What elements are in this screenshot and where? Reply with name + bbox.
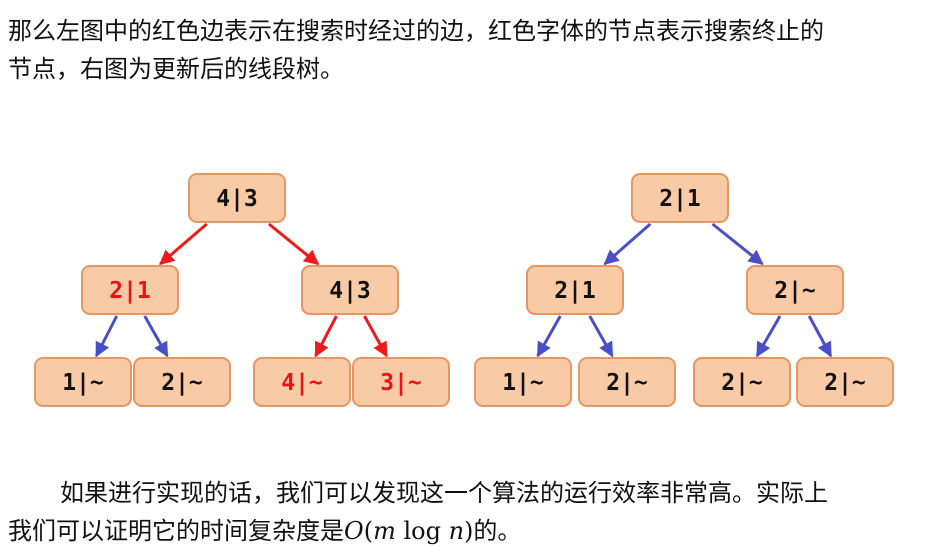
segment-tree-figure: 4|3 2|1 4|3 1|~ 2|~ 4|~ 3|~ 2|1 2|1 2|~ 1|~ 2|~ 2|~…	[34, 173, 894, 407]
node-box	[133, 357, 231, 407]
node-label: 2|~	[824, 370, 866, 396]
complexity-O: O	[344, 517, 364, 545]
conclusion-line-1: 如果进行实现的话，我们可以发现这一个算法的运行效率非常高。实际上	[60, 479, 828, 507]
left-tree-edge-red	[159, 222, 208, 266]
node-label: 2|~	[606, 370, 648, 396]
node-label: 2|~	[774, 278, 816, 304]
node-box	[526, 265, 624, 315]
conclusion-paragraph: 如果进行实现的话，我们可以发现这一个算法的运行效率非常高。实际上 我们可以证明它…	[8, 474, 943, 550]
left-tree-node: 2|1	[81, 265, 179, 315]
node-box	[693, 357, 791, 407]
right-tree-edge-blue	[588, 315, 614, 358]
node-label: 2|1	[109, 278, 151, 304]
node-box	[796, 357, 894, 407]
complexity-close-paren: )	[464, 517, 474, 545]
node-label: 4|3	[329, 278, 371, 304]
node-box	[631, 173, 729, 223]
complexity-n: n	[448, 517, 465, 545]
node-box	[474, 357, 572, 407]
intro-paragraph: 那么左图中的红色边表示在搜索时经过的边，红色字体的节点表示搜索终止的 节点，右图…	[8, 12, 943, 88]
right-tree-node: 2|1	[526, 265, 624, 315]
right-tree-node: 1|~	[474, 357, 572, 407]
node-label: 2|1	[554, 278, 596, 304]
intro-line-1: 那么左图中的红色边表示在搜索时经过的边，红色字体的节点表示搜索终止的	[8, 17, 824, 45]
left-tree-node: 4|3	[188, 173, 286, 223]
conclusion-line-2: 我们可以证明它的时间复杂度是O(m log n)的。	[8, 512, 943, 550]
left-tree: 4|3 2|1 4|3 1|~ 2|~ 4|~ 3|~	[34, 173, 450, 407]
left-tree-node: 2|~	[133, 357, 231, 407]
node-label: 4|~	[281, 370, 323, 396]
left-tree-edge-blue	[143, 315, 169, 358]
right-tree-node: 2|~	[578, 357, 676, 407]
conclusion-text-prefix: 我们可以证明它的时间复杂度是	[8, 517, 344, 545]
node-box	[578, 357, 676, 407]
node-box	[301, 265, 399, 315]
conclusion-text-suffix: 的。	[473, 517, 522, 545]
left-tree-edge-red	[314, 315, 338, 358]
node-box	[352, 357, 450, 407]
complexity-log: log	[395, 517, 449, 545]
right-tree-node: 2|~	[693, 357, 791, 407]
right-tree: 2|1 2|1 2|~ 1|~ 2|~ 2|~ 2|~	[474, 173, 894, 407]
node-box	[81, 265, 179, 315]
right-tree-node: 2|1	[631, 173, 729, 223]
right-tree-edge-blue	[755, 315, 782, 358]
node-label: 1|~	[62, 370, 104, 396]
node-label: 2|~	[161, 370, 203, 396]
left-tree-node: 4|~	[253, 357, 351, 407]
right-tree-edge-blue	[711, 222, 764, 266]
left-tree-edge-blue	[94, 315, 119, 358]
right-tree-edge-blue	[603, 222, 652, 266]
left-tree-edge-red	[267, 222, 320, 266]
complexity-open-paren: (	[363, 517, 374, 545]
left-tree-node: 3|~	[352, 357, 450, 407]
node-label: 1|~	[502, 370, 544, 396]
node-label: 2|1	[659, 186, 701, 212]
node-box	[34, 357, 132, 407]
left-tree-edge-red	[363, 315, 388, 358]
node-label: 2|~	[721, 370, 763, 396]
complexity-m: m	[373, 517, 396, 545]
node-label: 3|~	[380, 370, 422, 396]
intro-line-2: 节点，右图为更新后的线段树。	[8, 55, 344, 83]
left-tree-node: 1|~	[34, 357, 132, 407]
left-tree-node: 4|3	[301, 265, 399, 315]
right-tree-node: 2|~	[746, 265, 844, 315]
node-box	[746, 265, 844, 315]
node-box	[188, 173, 286, 223]
node-box	[253, 357, 351, 407]
right-tree-edge-blue	[807, 315, 833, 358]
node-label: 4|3	[216, 186, 258, 212]
right-tree-node: 2|~	[796, 357, 894, 407]
right-tree-edge-blue	[536, 315, 562, 358]
